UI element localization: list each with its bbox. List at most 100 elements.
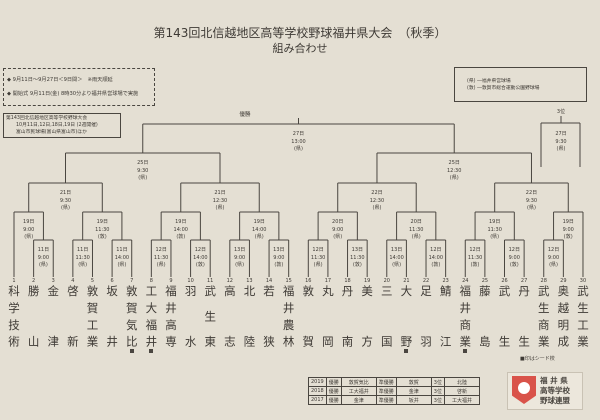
match-venue: (県) (24, 234, 34, 240)
page-subtitle: 組み合わせ (272, 42, 328, 55)
match-date: 11日 (76, 247, 89, 253)
match-time: 12:30 (447, 167, 462, 174)
team-number: 23 (442, 278, 449, 284)
match-venue: (敦) (470, 262, 480, 268)
match-time: 9:00 (547, 254, 560, 261)
team-number: 27 (520, 278, 528, 284)
final-label: 優勝 (239, 112, 251, 118)
team-name: 勝山 (26, 285, 41, 347)
match-date: 12日 (547, 247, 560, 253)
match-date: 27日 (292, 131, 305, 137)
match-date: 25日 (137, 160, 149, 166)
table-cell: 北陸 (443, 377, 480, 387)
team-number: 6 (110, 278, 114, 284)
match-time: 11:30 (350, 254, 365, 261)
team-number: 20 (383, 278, 390, 284)
match-time: 9:30 (555, 138, 567, 145)
match-date: 12日 (194, 247, 207, 253)
team-name: 美方 (360, 285, 375, 347)
match-venue: (敦) (274, 262, 284, 268)
table-cell: 坂井 (395, 395, 432, 405)
match-venue: (県) (254, 234, 264, 240)
match-date: 19日 (489, 219, 501, 225)
match-time: 11:30 (467, 254, 483, 261)
team-number: 25 (481, 278, 489, 284)
team-number: 4 (71, 278, 75, 284)
match-date: 19日 (175, 219, 187, 225)
match-time: 9:30 (137, 167, 149, 174)
match-venue: (敦) (195, 262, 205, 268)
team-name: 大野 (399, 285, 414, 347)
match-venue: (県) (549, 262, 558, 268)
match-venue: (県) (78, 262, 88, 268)
match-date: 12日 (508, 247, 520, 253)
team-number: 9 (169, 278, 173, 284)
team-number: 10 (187, 278, 194, 284)
match-time: 11:30 (95, 226, 110, 233)
table-cell: 金津 (340, 395, 377, 405)
team-number: 28 (540, 278, 547, 284)
team-number: 2 (32, 278, 36, 284)
match-time: 9:00 (332, 226, 344, 233)
team-name: 若狭 (262, 285, 277, 347)
team-name: 工大福井 (144, 285, 159, 347)
team-name: 足羽 (419, 285, 434, 347)
team-number: 7 (130, 278, 134, 284)
team-name: 丸岡 (320, 285, 335, 347)
match-time: 9:00 (234, 254, 246, 261)
match-time: 11:30 (408, 226, 424, 233)
team-name: 高志 (222, 285, 237, 347)
hokushinetsu-dates: 10月11日,12日,18日,19日 (2週開催) (16, 123, 98, 128)
team-number: 17 (324, 278, 332, 284)
team-name: 奥越明成 (556, 285, 571, 347)
match-date: 13日 (351, 247, 364, 253)
table-cell: 優勝 (325, 377, 342, 387)
team-number: 18 (344, 278, 351, 284)
match-date: 13日 (233, 247, 246, 253)
match-venue: (県) (527, 205, 536, 211)
seed-mark (463, 349, 468, 353)
table-cell: 3位 (430, 377, 445, 387)
match-venue: (県) (235, 262, 245, 268)
match-time: 12:30 (369, 197, 385, 204)
match-date: 25日 (448, 160, 460, 166)
team-number: 12 (226, 278, 233, 284)
table-cell: 準優勝 (375, 386, 397, 396)
table-cell: 敦賀 (395, 377, 432, 387)
team-name: 三国 (379, 285, 394, 347)
team-number: 3 (51, 278, 55, 284)
seed-mark (129, 349, 134, 353)
team-number: 15 (285, 278, 292, 284)
match-date: 11日 (37, 247, 50, 253)
team-name: 敦賀気比 (124, 285, 139, 347)
hokushinetsu-info-box: 第143回北信越地区高等学校野球大会 10月11日,12日,18日,19日 (2… (3, 113, 121, 138)
match-venue: (敦) (431, 262, 441, 268)
team-name: 敦賀工業 (85, 285, 100, 347)
table-cell: 3位 (430, 386, 445, 396)
match-time: 9:30 (59, 197, 72, 204)
logo-line: 野球連盟 (540, 396, 570, 405)
team-name: 北陸 (242, 285, 257, 347)
venue-legend: (県) ―福井県営球場 (敦) ―敦賀市総合運動公園野球場 (454, 67, 587, 102)
seed-note: ■印はシード校 (520, 356, 555, 362)
match-date: 22日 (371, 190, 383, 196)
match-time: 11:30 (310, 254, 326, 261)
team-number: 19 (363, 278, 371, 284)
